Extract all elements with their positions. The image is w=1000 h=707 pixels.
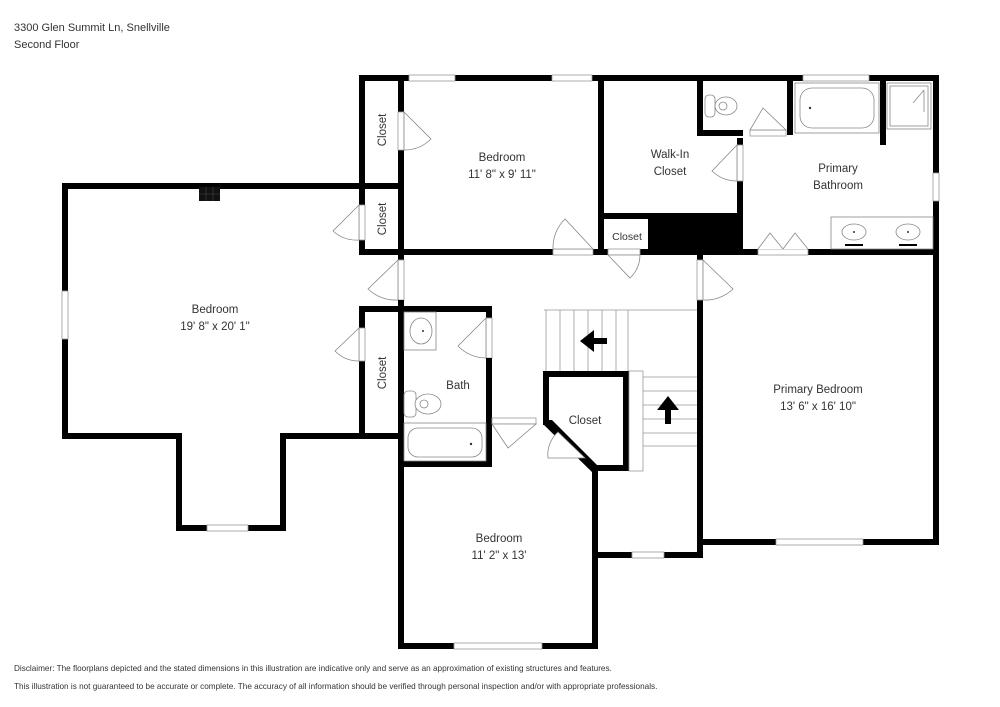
door	[711, 144, 738, 182]
arrow-up-icon	[657, 396, 679, 424]
door	[367, 259, 399, 301]
room-name: Primary Bedroom	[773, 384, 862, 396]
window	[206, 524, 249, 532]
window	[408, 74, 456, 82]
door	[547, 431, 586, 459]
window	[551, 74, 593, 82]
room-name: Walk-In	[651, 149, 690, 161]
room-name: Bathroom	[813, 180, 863, 192]
window	[775, 538, 864, 546]
room-dimensions: 19' 8" x 20' 1"	[180, 321, 249, 333]
door	[403, 111, 432, 151]
door	[607, 254, 641, 279]
door	[702, 259, 734, 301]
room-name: Bath	[446, 380, 470, 392]
room-dimensions: 11' 8" x 9' 11"	[468, 169, 536, 181]
double-vanity-icon	[830, 216, 934, 250]
window	[631, 551, 665, 559]
disclaimer-line-1: Disclaimer: The floorplans depicted and …	[14, 664, 612, 673]
door	[491, 423, 538, 449]
door	[749, 107, 787, 131]
door	[332, 204, 360, 241]
door	[457, 317, 487, 359]
bedroom-large-walls	[62, 183, 362, 531]
arrow-left-icon	[580, 330, 607, 352]
window	[932, 172, 940, 202]
room-name: Closet	[377, 356, 389, 389]
room-name: Bedroom	[192, 304, 239, 316]
sink-icon	[403, 311, 437, 351]
window	[61, 290, 69, 340]
bathtub-icon	[403, 422, 487, 462]
room-name: Bedroom	[476, 533, 523, 545]
toilet-icon	[403, 390, 442, 418]
room-name: Closet	[612, 231, 642, 243]
room-dimensions: 13' 6" x 16' 10"	[780, 401, 856, 413]
window	[802, 74, 870, 82]
room-name: Primary	[818, 163, 858, 175]
disclaimer-line-2: This illustration is not guaranteed to b…	[14, 682, 658, 691]
shower-icon	[886, 82, 932, 130]
floor-label: Second Floor	[14, 39, 80, 51]
toilet-icon	[704, 94, 738, 118]
bathtub-icon	[794, 82, 880, 134]
room-name: Bedroom	[479, 152, 526, 164]
bifold-door	[757, 232, 809, 250]
window	[453, 642, 543, 650]
room-name: Closet	[377, 202, 389, 235]
room-name: Closet	[654, 166, 687, 178]
room-dimensions: 11' 2" x 13'	[472, 550, 527, 562]
property-address: 3300 Glen Summit Ln, Snellville	[14, 22, 170, 34]
room-name: Closet	[377, 113, 389, 146]
door	[334, 327, 360, 362]
door	[552, 218, 594, 250]
room-name: Closet	[569, 415, 602, 427]
